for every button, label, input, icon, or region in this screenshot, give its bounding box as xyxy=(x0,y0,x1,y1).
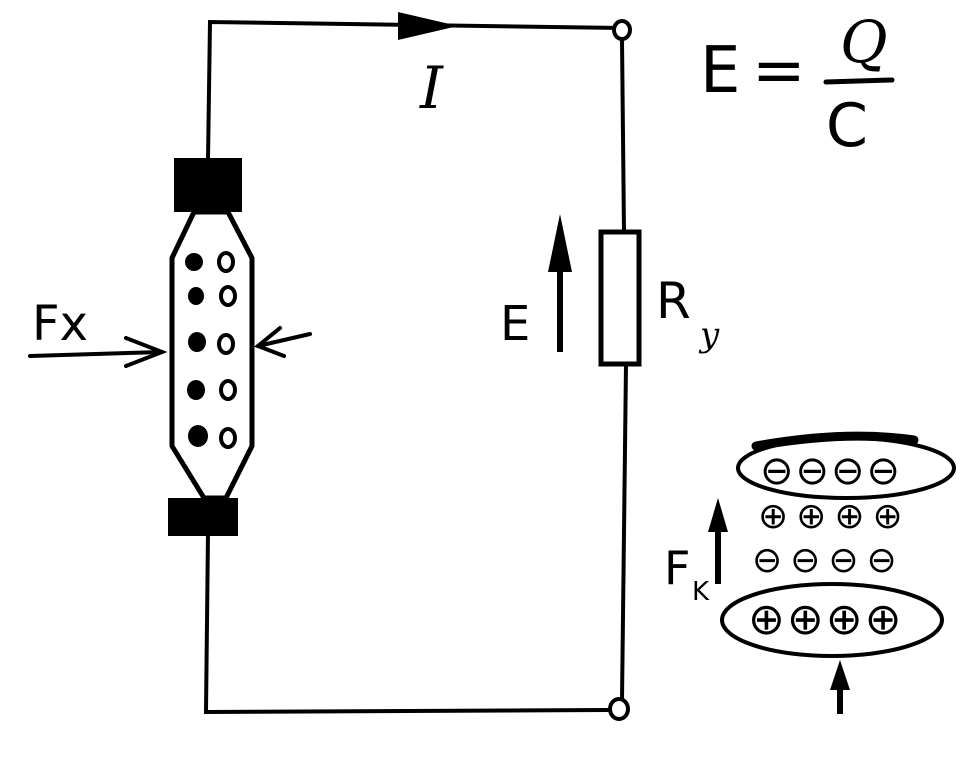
crystal-charges-right xyxy=(217,251,237,449)
top-terminal xyxy=(612,19,632,41)
force-k-subscript: K xyxy=(692,577,710,607)
formula-lhs: E xyxy=(700,34,740,108)
formula-denominator: C xyxy=(826,91,868,161)
formula: E = Q C xyxy=(700,8,895,161)
charge-row-3: ⊖⊖⊖⊖ xyxy=(752,540,905,581)
bottom-wire xyxy=(203,530,610,715)
charge-row-2: ⊕⊕⊕⊕ xyxy=(758,496,911,537)
piezo-element xyxy=(168,158,255,536)
right-wire-upper xyxy=(620,38,626,234)
charge-illustration: ⊖⊖⊖⊖ ⊕⊕⊕⊕ ⊖⊖⊖⊖ ⊕⊕⊕⊕ F K xyxy=(664,431,956,714)
charge-row-4: ⊕⊕⊕⊕ xyxy=(748,594,903,645)
current-arrow xyxy=(398,12,458,40)
formula-equals: = xyxy=(752,34,806,108)
emf-label: E xyxy=(500,296,530,352)
right-wire-lower xyxy=(620,362,628,702)
circuit-wires xyxy=(203,19,628,715)
force-x-label: Fx xyxy=(32,296,88,352)
crystal-charges-left xyxy=(185,253,208,447)
bottom-electrode xyxy=(168,498,238,536)
current-label: I xyxy=(419,54,444,122)
force-k-arrow xyxy=(708,498,728,584)
charge-row-1: ⊖⊖⊖⊖ xyxy=(760,448,902,494)
force-k-label: F xyxy=(664,541,690,595)
resistor-subscript: y xyxy=(698,315,720,355)
formula-fraction-bar xyxy=(823,77,895,85)
force-x-arrow-left xyxy=(28,336,168,368)
emf-arrow xyxy=(548,214,572,352)
top-electrode xyxy=(174,158,242,212)
negative-layer-thick-edge xyxy=(751,431,919,451)
load-resistor xyxy=(598,229,642,367)
top-wire xyxy=(206,19,624,162)
crystal-body xyxy=(169,209,255,501)
terminals xyxy=(608,19,632,721)
positive-layer-outline xyxy=(720,582,944,658)
resistor-label: R xyxy=(656,272,691,330)
bottom-terminal xyxy=(608,697,630,721)
bottom-force-arrow xyxy=(830,660,850,714)
formula-numerator: Q xyxy=(840,8,888,76)
force-x-arrow-right xyxy=(254,326,312,358)
